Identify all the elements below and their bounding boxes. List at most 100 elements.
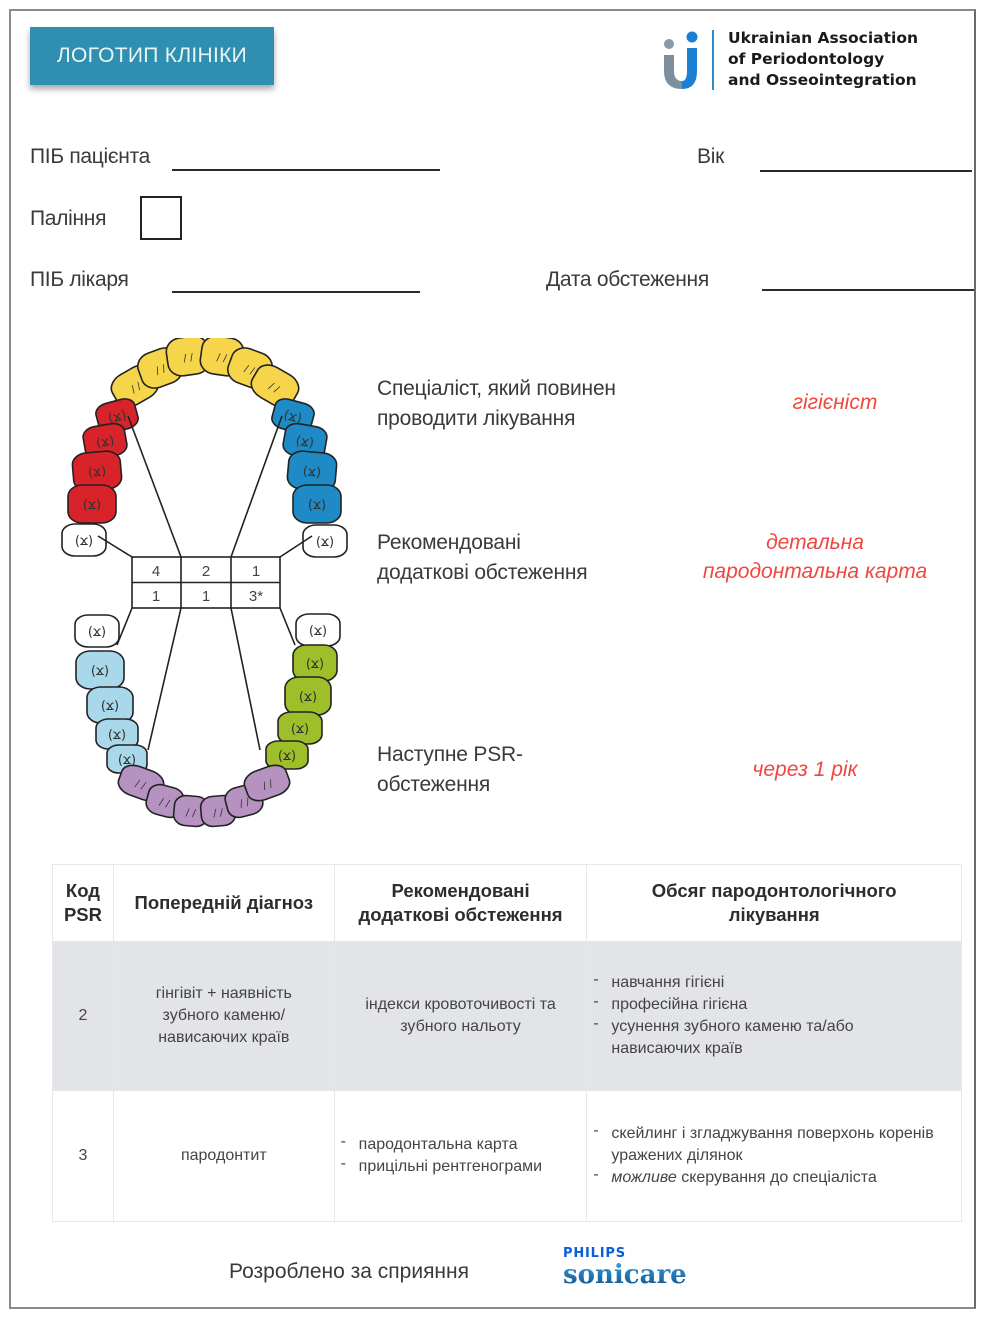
- tooth-marking: (ϫ): [83, 498, 101, 513]
- cell-exams: пародонтальна карта прицільні рентгеногр…: [333, 1090, 588, 1222]
- cell-psr-code: 3: [52, 1090, 114, 1222]
- tooth-upper-left-white: (ϫ): [302, 524, 348, 558]
- tooth-lower-right: (ϫ): [95, 718, 139, 750]
- tooth-lower-left: (ϫ): [292, 644, 338, 682]
- cell-diagnosis: пародонтит: [112, 1090, 335, 1222]
- tooth-marking: (ϫ): [91, 664, 109, 679]
- rec-specialist-value: гігієніст: [740, 388, 930, 417]
- rec-label-line: Наступне PSR-: [377, 743, 523, 766]
- table-row: 2 гінгівіт + наявність зубного каменю/ н…: [52, 941, 962, 1091]
- tooth-marking: / /: [185, 808, 196, 820]
- tooth-marking: (ϫ): [309, 624, 327, 639]
- tooth-marking: (ϫ): [299, 690, 317, 705]
- tooth-marking: / /: [261, 778, 275, 792]
- sponsor-brand: PHILIPS: [563, 1246, 626, 1261]
- rec-label-line: проводити лікування: [377, 407, 576, 430]
- tooth-upper-left: (ϫ): [282, 422, 328, 460]
- rec-label-line: Рекомендовані: [377, 531, 521, 554]
- tooth-marking: / /: [183, 352, 195, 364]
- association-logo: Ukrainian Association of Periodontology …: [660, 28, 918, 91]
- tooth-upper-front: / /: [250, 364, 300, 408]
- rec-value-line: пародонтальна карта: [702, 560, 928, 583]
- tooth-lower-right: (ϫ): [86, 686, 134, 724]
- rec-exams-value: детальна пародонтальна карта: [690, 528, 940, 586]
- tooth-lower-left: (ϫ): [284, 676, 332, 716]
- tooth-lower-right-white: (ϫ): [74, 614, 120, 648]
- tooth-marking: / /: [216, 352, 228, 364]
- logo-divider: [712, 29, 714, 90]
- cell-psr-code: 2: [52, 941, 114, 1091]
- rec-specialist-label: Спеціаліст, який повинен проводити лікув…: [377, 374, 616, 434]
- doctor-name-field[interactable]: [172, 291, 420, 293]
- psr-score-grid: 4 2 1 1 1 3*: [131, 556, 281, 609]
- tooth-marking: (ϫ): [302, 464, 322, 481]
- tooth-lower-left-white: (ϫ): [295, 613, 341, 647]
- tooth-marking: (ϫ): [75, 534, 93, 549]
- tooth-lower-left: (ϫ): [277, 711, 323, 745]
- treatment-item: навчання гігієні: [593, 969, 941, 994]
- tooth-marking: (ϫ): [101, 699, 119, 714]
- age-field[interactable]: [760, 170, 972, 172]
- psr-score-upper-front: 2: [202, 563, 210, 580]
- smoking-label: Паління: [30, 207, 107, 230]
- page-frame: [9, 9, 976, 1309]
- psr-score-lower-left: 3*: [249, 588, 263, 605]
- tooth-upper-left: (ϫ): [286, 450, 338, 492]
- tooth-upper-right: (ϫ): [71, 450, 123, 492]
- smoking-checkbox[interactable]: [140, 196, 182, 240]
- psr-score-lower-right: 1: [152, 588, 160, 605]
- exam-date-field[interactable]: [762, 289, 974, 291]
- psr-dental-chart: / // // // // // /(ϫ)(ϫ)(ϫ)(ϫ)(ϫ)(ϫ)(ϫ)(…: [61, 338, 348, 828]
- rec-next-psr-value: через 1 рік: [710, 755, 900, 784]
- rec-label-line: додаткові обстеження: [377, 561, 588, 584]
- tooth-marking: (ϫ): [316, 535, 334, 550]
- treatment-item: усунення зубного каменю та/або нависаючи…: [593, 1013, 941, 1060]
- connector-lines: [97, 415, 313, 751]
- table-row: 3 пародонтит пародонтальна карта приціль…: [52, 1090, 962, 1222]
- tooth-lower-front: / /: [243, 764, 291, 802]
- cell-exams: індекси кровоточивості та зубного нальот…: [333, 941, 588, 1091]
- tooth-marking: / /: [134, 778, 148, 792]
- tooth-marking: / /: [213, 808, 224, 820]
- tooth-marking: (ϫ): [308, 498, 326, 513]
- tooth-marking: (ϫ): [278, 749, 296, 764]
- header-diagnosis: Попередній діагноз: [112, 864, 335, 942]
- tooth-upper-right-white: (ϫ): [61, 523, 107, 557]
- tooth-marking: (ϫ): [87, 464, 107, 481]
- rec-label-line: Спеціаліст, який повинен: [377, 377, 616, 400]
- rec-next-psr-label: Наступне PSR- обстеження: [377, 740, 523, 800]
- association-ui-icon: [664, 31, 698, 89]
- clinic-logo-placeholder: ЛОГОТИП КЛІНІКИ: [30, 27, 274, 85]
- tooth-marking: (ϫ): [108, 728, 126, 743]
- treatment-item: професійна гігієна: [593, 991, 941, 1016]
- tooth-marking: (ϫ): [294, 434, 315, 452]
- association-name-line: of Periodontology: [728, 50, 885, 68]
- tooth-upper-left: (ϫ): [292, 484, 342, 524]
- tooth-marking: / /: [243, 363, 257, 377]
- cell-treatment: скейлинг і згладжування поверхонь корені…: [586, 1090, 962, 1222]
- psr-score-upper-right: 4: [152, 563, 160, 580]
- tooth-marking: (ϫ): [282, 408, 304, 427]
- rec-value-line: через 1 рік: [752, 758, 858, 781]
- patient-name-label: ПІБ пацієнта: [30, 145, 151, 168]
- treatment-item: можливе скерування до спеціаліста: [593, 1164, 941, 1189]
- association-name: Ukrainian Association of Periodontology …: [728, 28, 918, 91]
- tooth-marking: (ϫ): [118, 753, 136, 768]
- footer-credit-text: Розроблено за сприяння: [229, 1260, 470, 1283]
- tooth-marking: / /: [238, 797, 251, 810]
- tooth-marking: / /: [158, 797, 171, 810]
- rec-value-line: детальна: [766, 531, 864, 554]
- cell-treatment: навчання гігієні професійна гігієна усун…: [586, 941, 962, 1091]
- sponsor-logo: PHILIPS sonicare: [563, 1246, 687, 1289]
- association-name-line: and Osseointegration: [728, 71, 917, 89]
- patient-name-field[interactable]: [172, 169, 440, 171]
- sponsor-product: sonicare: [563, 1260, 687, 1290]
- rec-value-line: гігієніст: [792, 391, 878, 414]
- tooth-upper-right: (ϫ): [67, 484, 117, 524]
- exam-date-label: Дата обстеження: [546, 268, 709, 291]
